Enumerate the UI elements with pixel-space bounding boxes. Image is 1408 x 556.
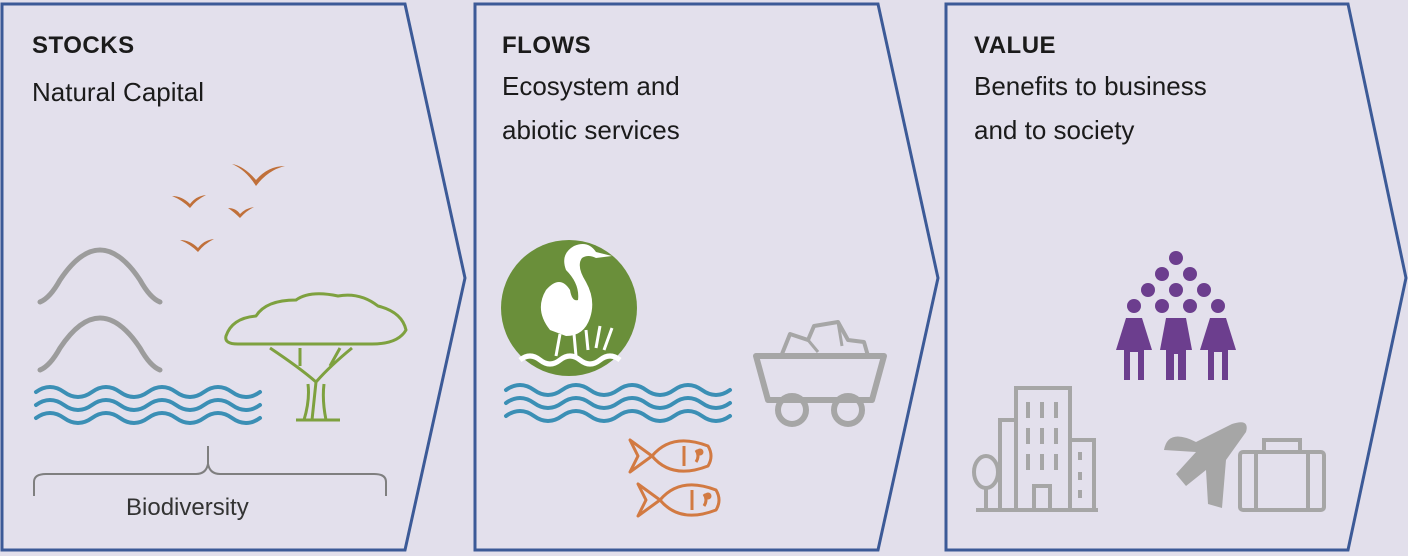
heron-icon [501, 240, 637, 376]
city-building-icon [972, 386, 1098, 512]
hill-icon [37, 247, 163, 373]
people-group-icon [1116, 251, 1236, 380]
flows-subtitle-line-2: abiotic services [502, 115, 680, 145]
water-waves-icon [34, 385, 262, 425]
flows-heading: FLOWS [502, 32, 592, 59]
flows-subtitle-line-1: Ecosystem and [502, 71, 680, 101]
stocks-panel [0, 2, 467, 552]
bird-icon [172, 164, 285, 252]
bracket-icon [33, 446, 387, 496]
acacia-tree-icon [224, 292, 408, 422]
fish-icon [628, 438, 721, 518]
flows-panel [473, 2, 940, 552]
water-waves-icon [504, 383, 732, 423]
biodiversity-label: Biodiversity [126, 494, 249, 521]
suitcase-icon [1238, 438, 1326, 512]
airplane-icon [1164, 422, 1247, 508]
stocks-subtitle: Natural Capital [32, 77, 204, 107]
value-subtitle-line-2: and to society [974, 115, 1135, 145]
value-heading: VALUE [974, 32, 1057, 59]
value-panel [944, 2, 1408, 552]
stocks-heading: STOCKS [32, 32, 135, 59]
mine-cart-icon [753, 320, 887, 427]
value-subtitle-line-1: Benefits to business [974, 71, 1207, 101]
